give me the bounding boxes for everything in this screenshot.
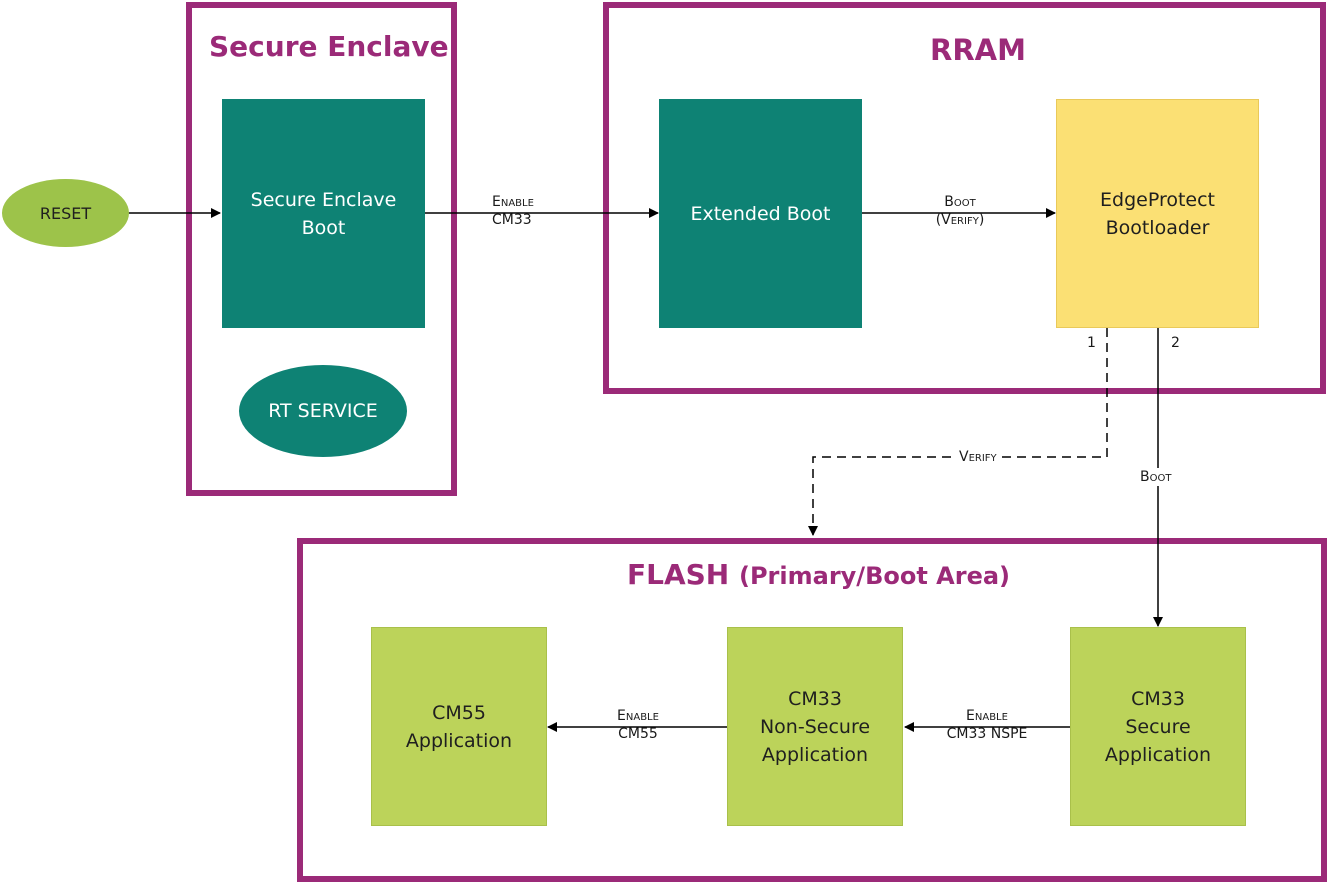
se-boot-line1: Secure Enclave <box>250 188 397 211</box>
bootloader-line1: EdgeProtect <box>1100 188 1215 211</box>
enable-cm33-line2: CM33 <box>492 212 532 228</box>
cm55-line1: CM55 <box>432 701 486 724</box>
cm33s-line1: CM33 <box>1131 687 1185 710</box>
edge-label-boot-verify: Boot (Verify) <box>922 193 998 229</box>
enable-cm33-line1: Enable <box>492 194 534 210</box>
cm33-secure-application-box: CM33 Secure Application <box>1070 627 1246 826</box>
reset-label: RESET <box>39 203 92 223</box>
rram-title: RRAM <box>930 33 1026 67</box>
path-number-2: 2 <box>1171 335 1180 351</box>
rt-service-node: RT SERVICE <box>239 365 407 457</box>
enable-nspe-line1: Enable <box>966 708 1008 724</box>
cm33ns-line3: Application <box>761 743 869 766</box>
edge-label-verify: Verify <box>957 448 999 466</box>
cm33ns-line2: Non-Secure <box>759 715 871 738</box>
se-boot-line2: Boot <box>301 216 346 239</box>
secure-enclave-title: Secure Enclave <box>209 30 449 63</box>
bootloader-line2: Bootloader <box>1105 216 1210 239</box>
path-number-1: 1 <box>1087 335 1096 351</box>
edge-label-enable-cm33: Enable CM33 <box>492 193 556 229</box>
arrow-verify-dashed <box>808 328 1108 536</box>
edge-label-boot: Boot <box>1138 468 1174 486</box>
cm33ns-line1: CM33 <box>788 687 842 710</box>
cm55-line2: Application <box>405 729 513 752</box>
edge-label-enable-cm55: Enable CM55 <box>606 707 670 743</box>
cm33-nonsecure-application-box: CM33 Non-Secure Application <box>727 627 903 826</box>
edgeprotect-bootloader-box: EdgeProtect Bootloader <box>1056 99 1259 328</box>
boot-verify-line1: Boot <box>944 194 976 210</box>
enable-cm55-line1: Enable <box>617 708 659 724</box>
boot-verify-line2: (Verify) <box>935 212 985 228</box>
extended-boot-box: Extended Boot <box>659 99 862 328</box>
enable-nspe-line2: CM33 NSPE <box>946 726 1028 742</box>
reset-node: RESET <box>2 179 129 247</box>
enable-cm55-line2: CM55 <box>618 726 658 742</box>
cm55-application-box: CM55 Application <box>371 627 547 826</box>
cm33s-line2: Secure <box>1125 715 1191 738</box>
extended-boot-label: Extended Boot <box>690 202 831 225</box>
edge-label-enable-cm33-nspe: Enable CM33 NSPE <box>940 707 1034 743</box>
cm33s-line3: Application <box>1104 743 1212 766</box>
flash-title-main: FLASH <box>627 558 730 591</box>
flash-title: FLASH (Primary/Boot Area) <box>627 558 1010 591</box>
secure-enclave-boot-box: Secure Enclave Boot <box>222 99 425 328</box>
rt-service-label: RT SERVICE <box>268 400 378 422</box>
flash-title-sub: (Primary/Boot Area) <box>739 562 1011 590</box>
